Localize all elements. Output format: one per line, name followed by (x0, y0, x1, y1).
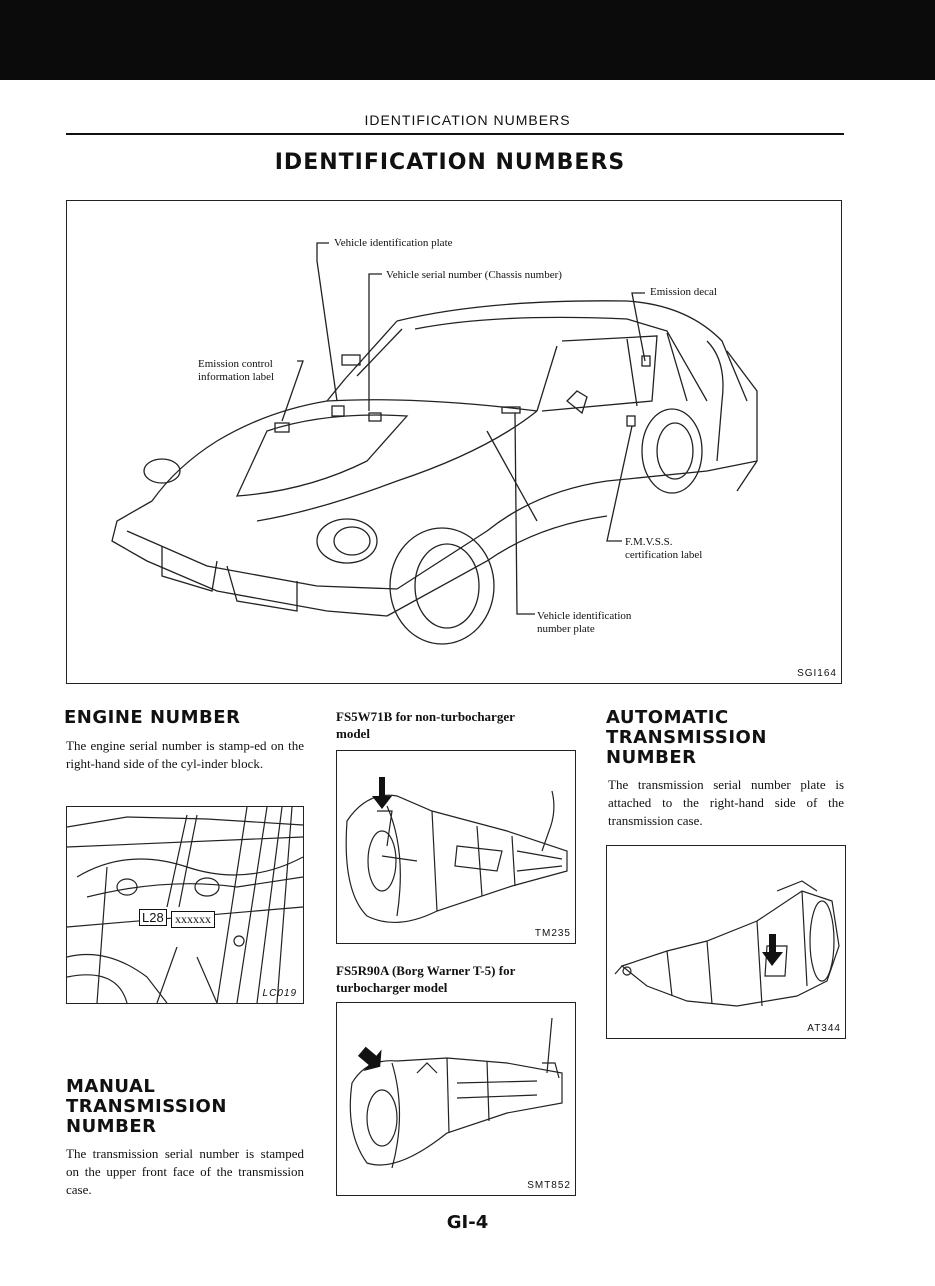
at-transmission-illustration (614, 880, 840, 1007)
arrow-down-icon (372, 777, 392, 809)
at-figure-code: AT344 (807, 1023, 841, 1034)
page-number: GI-4 (446, 1212, 489, 1233)
callout-emission-decal: Emission decal (650, 286, 717, 298)
engine-number-text: The engine serial number is stamp-ed on … (66, 738, 304, 771)
manual-transmission-text: The transmission serial number is stampe… (66, 1146, 304, 1197)
header-rule (66, 133, 844, 135)
engine-stamp-serial: xxxxxx (171, 911, 215, 928)
callout-emission-control: Emission control information label (198, 358, 275, 383)
fs5w71b-figure: TM235 (336, 750, 576, 944)
callout-vehicle-id-plate: Vehicle identification plate (334, 237, 453, 249)
callout-fmvss: F.M.V.S.S. certification label (625, 536, 703, 561)
engine-number-heading: ENGINE NUMBER (64, 707, 241, 728)
top-black-bar (0, 0, 935, 80)
fs5r90a-transmission-illustration (349, 1017, 563, 1169)
car-illustration (111, 242, 758, 645)
automatic-transmission-text: The transmission serial number plate is … (608, 777, 844, 828)
automatic-transmission-heading: AUTOMATIC TRANSMISSION NUMBER (606, 707, 767, 768)
running-header: IDENTIFICATION NUMBERS (364, 112, 571, 128)
arrow-diagonal-icon (357, 1046, 382, 1072)
page-title: IDENTIFICATION NUMBERS (274, 150, 626, 175)
arrow-down-icon (762, 934, 783, 966)
engine-figure: L28 xxxxxx LC019 (66, 806, 304, 1004)
callout-vin-plate: Vehicle identification number plate (537, 610, 632, 635)
fs5r90a-figure-code: SMT852 (527, 1180, 571, 1191)
automatic-transmission-figure: AT344 (606, 845, 846, 1039)
fs5w71b-caption: FS5W71B for non-turbocharger model (336, 709, 515, 741)
vehicle-figure: Vehicle identification plate Vehicle ser… (66, 200, 842, 684)
fs5r90a-caption: FS5R90A (Borg Warner T-5) for turbocharg… (336, 963, 516, 995)
figure-code: SGI164 (797, 668, 837, 679)
fs5r90a-figure: SMT852 (336, 1002, 576, 1196)
callout-serial-number: Vehicle serial number (Chassis number) (386, 269, 562, 281)
engine-illustration (67, 807, 303, 1003)
engine-figure-code: LC019 (262, 988, 297, 999)
engine-stamp-model: L28 (139, 909, 167, 926)
fs5w71b-figure-code: TM235 (534, 928, 571, 939)
manual-transmission-heading: MANUAL TRANSMISSION NUMBER (66, 1076, 227, 1137)
